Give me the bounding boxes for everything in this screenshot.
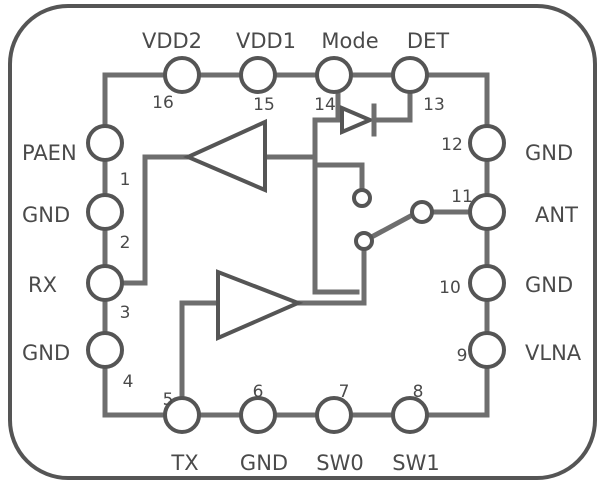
switch-contact-tx-icon	[354, 231, 374, 251]
pin-name-11: ANT	[535, 203, 578, 227]
pin-name-9: VLNA	[525, 341, 582, 365]
pin-name-4: GND	[22, 341, 70, 365]
pin-name-6: GND	[240, 451, 288, 475]
pin-pad-6	[239, 396, 277, 434]
pin-pad-8	[391, 396, 429, 434]
pin-number-13: 13	[423, 95, 445, 115]
pin-number-11: 11	[451, 187, 473, 207]
pin-pad-12	[468, 124, 506, 162]
pin-pad-15	[239, 56, 277, 94]
pin-pad-7	[315, 396, 353, 434]
pin-pad-5	[163, 396, 201, 434]
pin-name-10: GND	[525, 273, 573, 297]
pin-pad-11	[468, 193, 506, 231]
pin-name-15: VDD1	[236, 29, 296, 53]
pin-number-16: 16	[152, 93, 174, 113]
pin-labels: PAEN1GND2RX3GND4TX5GND6SW07SW18VLNA9GND1…	[22, 29, 582, 475]
pin-name-3: RX	[28, 273, 57, 297]
pin-number-12: 12	[441, 135, 463, 155]
pin-name-12: GND	[525, 141, 573, 165]
pin-number-6: 6	[253, 382, 264, 402]
pin-pad-14	[315, 56, 353, 94]
pin-pad-10	[468, 264, 506, 302]
pin-name-5: TX	[170, 451, 198, 475]
pin-pad-16	[163, 56, 201, 94]
pin-name-16: VDD2	[142, 29, 202, 53]
pin-number-3: 3	[120, 303, 131, 323]
pin-name-14: Mode	[321, 29, 378, 53]
package-outline	[8, 4, 597, 480]
pin-number-9: 9	[457, 346, 468, 366]
pin-name-1: PAEN	[22, 141, 77, 165]
pin-number-7: 7	[339, 382, 350, 402]
detector-diode-icon	[340, 103, 377, 137]
pin-pad-2	[86, 193, 124, 231]
pin-name-8: SW1	[392, 451, 439, 475]
pin-number-1: 1	[120, 170, 131, 190]
pin-number-15: 15	[253, 95, 275, 115]
pin-pad-1	[86, 124, 124, 162]
pin-pad-13	[391, 56, 429, 94]
pin-number-5: 5	[163, 390, 174, 410]
pin-number-14: 14	[314, 95, 336, 115]
pin-number-2: 2	[120, 233, 131, 253]
pin-pad-4	[86, 331, 124, 369]
pa-amplifier-icon	[216, 269, 304, 342]
switch-contact-rx-icon	[352, 188, 372, 208]
pin-name-7: SW0	[316, 451, 363, 475]
pin-name-13: DET	[407, 29, 449, 53]
pin-number-4: 4	[123, 372, 134, 392]
pin-number-10: 10	[439, 278, 461, 298]
pin-pads	[86, 56, 506, 434]
lna-amplifier-icon	[183, 118, 267, 194]
switch-common-icon	[410, 200, 434, 224]
pin-pad-3	[86, 264, 124, 302]
pin-name-2: GND	[22, 203, 70, 227]
pin-pad-9	[468, 331, 506, 369]
pin-number-8: 8	[413, 382, 424, 402]
